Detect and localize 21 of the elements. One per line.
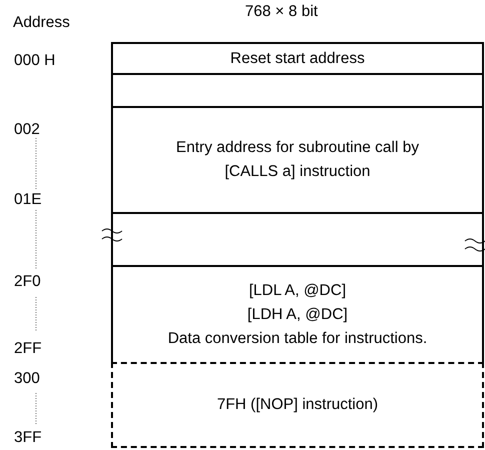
- region-text: [LDH A, @DC]: [247, 304, 348, 324]
- address-label: 01E: [14, 191, 42, 209]
- address-label: 002: [14, 121, 40, 139]
- address-label: 300: [14, 370, 40, 388]
- region-text: Entry address for subroutine call by [CALLS a] instruction: [175, 138, 420, 182]
- address-label: 000 H: [14, 52, 56, 70]
- address-heading: Address: [13, 14, 70, 32]
- memory-region: [111, 362, 484, 448]
- address-label: 3FF: [14, 429, 42, 447]
- region-text: Reset start address: [230, 48, 365, 68]
- memory-size-label: 768 × 8 bit: [245, 3, 318, 21]
- address-label: 2F0: [14, 273, 41, 291]
- region-text: Data conversion table for instructions.: [168, 328, 428, 348]
- memory-region: [111, 212, 484, 267]
- region-text: 7FH ([NOP] instruction): [216, 395, 378, 415]
- memory-region: [111, 73, 484, 108]
- memory-region: [111, 42, 484, 75]
- memory-region: [111, 106, 484, 214]
- address-label: 2FF: [14, 340, 42, 358]
- memory-region: [111, 265, 484, 364]
- region-text: [LDL A, @DC]: [249, 280, 346, 300]
